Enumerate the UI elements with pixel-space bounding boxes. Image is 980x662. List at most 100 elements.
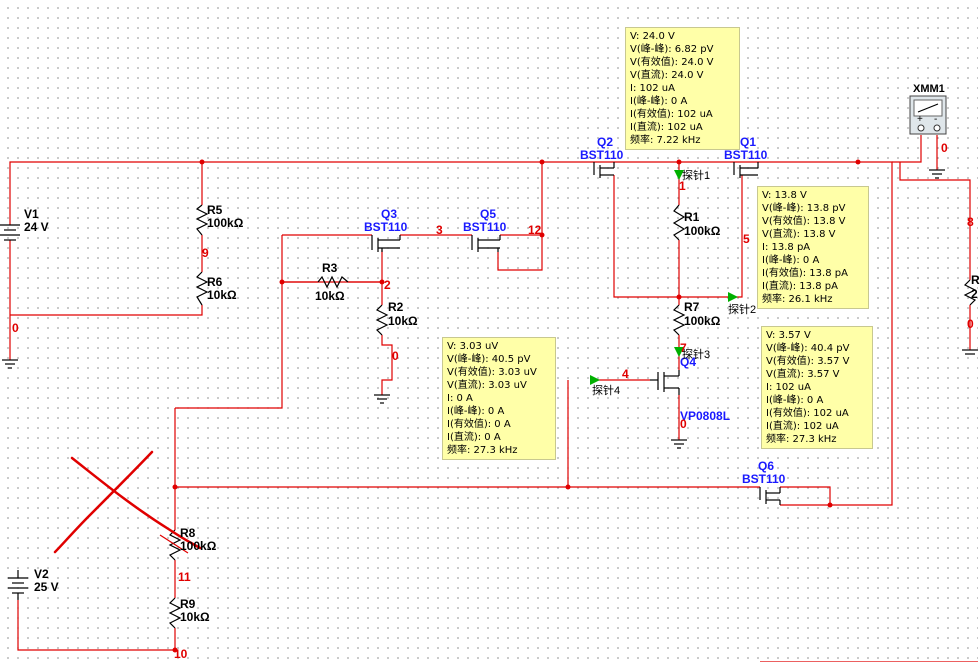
wire-r6-bottom bbox=[10, 305, 203, 316]
wire-net8 bbox=[899, 162, 971, 280]
tooltip-line: V(直流): 24.0 V bbox=[630, 70, 704, 81]
r3-resistor bbox=[317, 275, 349, 289]
probe4-marker bbox=[590, 375, 600, 385]
r8-value: 100kΩ bbox=[180, 539, 217, 553]
probe3-label[interactable]: 探针3 bbox=[682, 349, 711, 361]
r9-label: R9 bbox=[180, 597, 196, 611]
wire-q3-src bbox=[281, 235, 383, 283]
probe3-marker bbox=[674, 347, 684, 357]
q5-mosfet bbox=[471, 235, 501, 252]
r7-value: 100kΩ bbox=[684, 314, 721, 328]
tooltip-line: I: 0 A bbox=[447, 393, 473, 404]
meter-minus: - bbox=[934, 114, 938, 125]
wire-net12 bbox=[497, 162, 543, 271]
tooltip-line: 频率: 26.1 kHz bbox=[762, 294, 833, 305]
tooltip-line: I(峰-峰): 0 A bbox=[630, 96, 688, 107]
q6-mosfet bbox=[759, 487, 781, 505]
q4-mosfet bbox=[650, 370, 680, 395]
ground-r2 bbox=[374, 394, 390, 404]
q4-value: VP0808L bbox=[680, 409, 731, 423]
net-9: 9 bbox=[202, 246, 209, 260]
net-5: 5 bbox=[743, 232, 750, 246]
q5-label: Q5 bbox=[480, 207, 497, 221]
v1-battery bbox=[0, 224, 20, 241]
r-edge-resistor bbox=[963, 279, 977, 306]
tooltip-line: I(峰-峰): 0 A bbox=[447, 406, 505, 417]
tooltip-line: 频率: 27.3 kHz bbox=[766, 434, 837, 445]
tooltip-line: I(有效值): 102 uA bbox=[630, 109, 713, 120]
ground-meter bbox=[929, 169, 945, 179]
tooltip-line: V: 24.0 V bbox=[630, 31, 675, 42]
r3-label: R3 bbox=[322, 261, 338, 275]
v1-label: V1 bbox=[24, 207, 39, 221]
tooltip-line: V(峰-峰): 40.4 pV bbox=[766, 343, 850, 354]
net-0-r2: 0 bbox=[392, 349, 399, 363]
net-0-meter: 0 bbox=[941, 141, 948, 155]
r9-resistor bbox=[168, 597, 182, 629]
q4-label: Q4 bbox=[680, 355, 697, 369]
tooltip-line: V(有效值): 24.0 V bbox=[630, 57, 714, 68]
tooltip-line: V: 3.57 V bbox=[766, 330, 811, 341]
wire-r2-bottom bbox=[381, 335, 393, 395]
q6-value: BST110 bbox=[742, 472, 786, 486]
r5-value: 100kΩ bbox=[207, 216, 244, 230]
net-10: 10 bbox=[174, 647, 188, 661]
probe2-tooltip: V: 13.8 V V(峰-峰): 13.8 pV V(有效值): 13.8 V V… bbox=[757, 186, 869, 309]
tooltip-line: I: 102 uA bbox=[630, 83, 675, 94]
r9-value: 10kΩ bbox=[180, 610, 210, 624]
probe2-label[interactable]: 探针2 bbox=[728, 304, 757, 316]
wire-net5 bbox=[732, 175, 743, 298]
probe1-marker bbox=[674, 170, 684, 180]
tooltip-line: I(直流): 0 A bbox=[447, 432, 501, 443]
r1-value: 100kΩ bbox=[684, 224, 721, 238]
probe1-label[interactable]: 探针1 bbox=[682, 170, 711, 182]
tooltip-line: I: 102 uA bbox=[766, 382, 811, 393]
net-2: 2 bbox=[384, 278, 391, 292]
q5-value: BST110 bbox=[463, 220, 507, 234]
v2-battery bbox=[8, 570, 28, 600]
meter-plus: + bbox=[917, 114, 923, 125]
q1-value: BST110 bbox=[724, 148, 768, 162]
red-x-annotation bbox=[53, 450, 202, 554]
tooltip-line: I(直流): 102 uA bbox=[630, 122, 703, 133]
r1-label: R1 bbox=[684, 210, 700, 224]
tooltip-line: V: 13.8 V bbox=[762, 190, 807, 201]
ground-right bbox=[962, 349, 978, 355]
wire-top-rail bbox=[9, 161, 893, 506]
tooltip-line: V(峰-峰): 13.8 pV bbox=[762, 203, 846, 214]
r6-label: R6 bbox=[207, 275, 223, 289]
q2-mosfet bbox=[593, 162, 615, 178]
r8-resistor bbox=[168, 529, 182, 561]
v1-value: 24 V bbox=[24, 220, 49, 234]
q3-label: Q3 bbox=[381, 207, 398, 221]
tooltip-line: I: 13.8 pA bbox=[762, 242, 811, 253]
tooltip-line: I(直流): 13.8 pA bbox=[762, 281, 838, 292]
tooltip-line: I(峰-峰): 0 A bbox=[762, 255, 820, 266]
net-11: 11 bbox=[178, 570, 191, 584]
v2-label: V2 bbox=[34, 567, 49, 581]
wire-q2 bbox=[613, 175, 732, 298]
r-edge-label: R bbox=[971, 273, 980, 287]
net-1: 1 bbox=[679, 179, 686, 193]
v2-value: 25 V bbox=[34, 580, 59, 594]
r7-label: R7 bbox=[684, 300, 700, 314]
tooltip-line: V(直流): 3.03 uV bbox=[447, 380, 527, 391]
probe2-marker bbox=[728, 292, 738, 302]
net-7: 7 bbox=[680, 341, 687, 355]
ground-q4 bbox=[671, 439, 687, 449]
q2-value: BST110 bbox=[580, 148, 624, 162]
tooltip-line: V(直流): 13.8 V bbox=[762, 229, 836, 240]
q3-mosfet bbox=[371, 235, 401, 252]
r-edge-value: 2 bbox=[971, 287, 978, 301]
q2-label: Q2 bbox=[597, 135, 614, 149]
net-0-right: 0 bbox=[967, 317, 974, 331]
probe4-label[interactable]: 探针4 bbox=[592, 385, 621, 397]
r6-resistor bbox=[195, 271, 209, 306]
tooltip-line: I(峰-峰): 0 A bbox=[766, 395, 824, 406]
q6-label: Q6 bbox=[758, 459, 775, 473]
r2-value: 10kΩ bbox=[388, 314, 418, 328]
wire-meter bbox=[892, 135, 922, 163]
tooltip-line: V(有效值): 13.8 V bbox=[762, 216, 846, 227]
tooltip-line: V(峰-峰): 40.5 pV bbox=[447, 354, 531, 365]
